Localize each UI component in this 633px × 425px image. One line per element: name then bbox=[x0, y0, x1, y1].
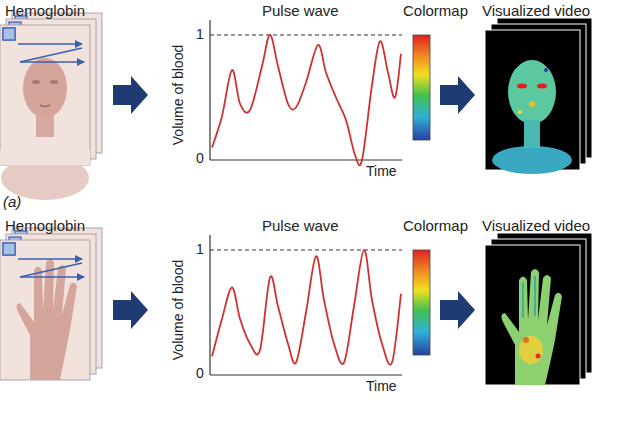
visualized-stack bbox=[485, 18, 592, 174]
flow-arrow bbox=[440, 76, 475, 114]
axis-tick: 0 bbox=[196, 150, 204, 166]
axis-tick: 1 bbox=[196, 26, 204, 42]
axis-title: Volume of blood bbox=[170, 260, 186, 360]
panel-title: Visualized video bbox=[482, 2, 590, 19]
colormap-title: Colormap bbox=[403, 2, 468, 19]
colormap-bar bbox=[413, 35, 430, 140]
pulse-chart-axes bbox=[210, 20, 402, 165]
axis-tick: 1 bbox=[196, 241, 204, 257]
flow-arrow bbox=[113, 291, 148, 329]
axis-title: Time bbox=[366, 163, 397, 179]
hemoglobin-stack bbox=[0, 228, 102, 380]
visualized-stack bbox=[485, 233, 592, 385]
panel-tag: (a) bbox=[3, 193, 21, 210]
axis-title: Time bbox=[366, 378, 397, 394]
chart-title: Pulse wave bbox=[262, 217, 339, 234]
panel-title: Hemoglobin bbox=[5, 2, 85, 19]
colormap-bar bbox=[413, 250, 430, 355]
panel-title: Hemoglobin bbox=[5, 217, 85, 234]
pulse-chart-axes bbox=[210, 235, 402, 375]
chart-title: Pulse wave bbox=[262, 2, 339, 19]
hemoglobin-stack bbox=[0, 13, 102, 200]
panel-title: Visualized video bbox=[482, 217, 590, 234]
axis-tick: 0 bbox=[196, 365, 204, 381]
flow-arrow bbox=[113, 76, 148, 114]
colormap-title: Colormap bbox=[403, 217, 468, 234]
axis-title: Volume of blood bbox=[170, 45, 186, 145]
flow-arrow bbox=[440, 291, 475, 329]
